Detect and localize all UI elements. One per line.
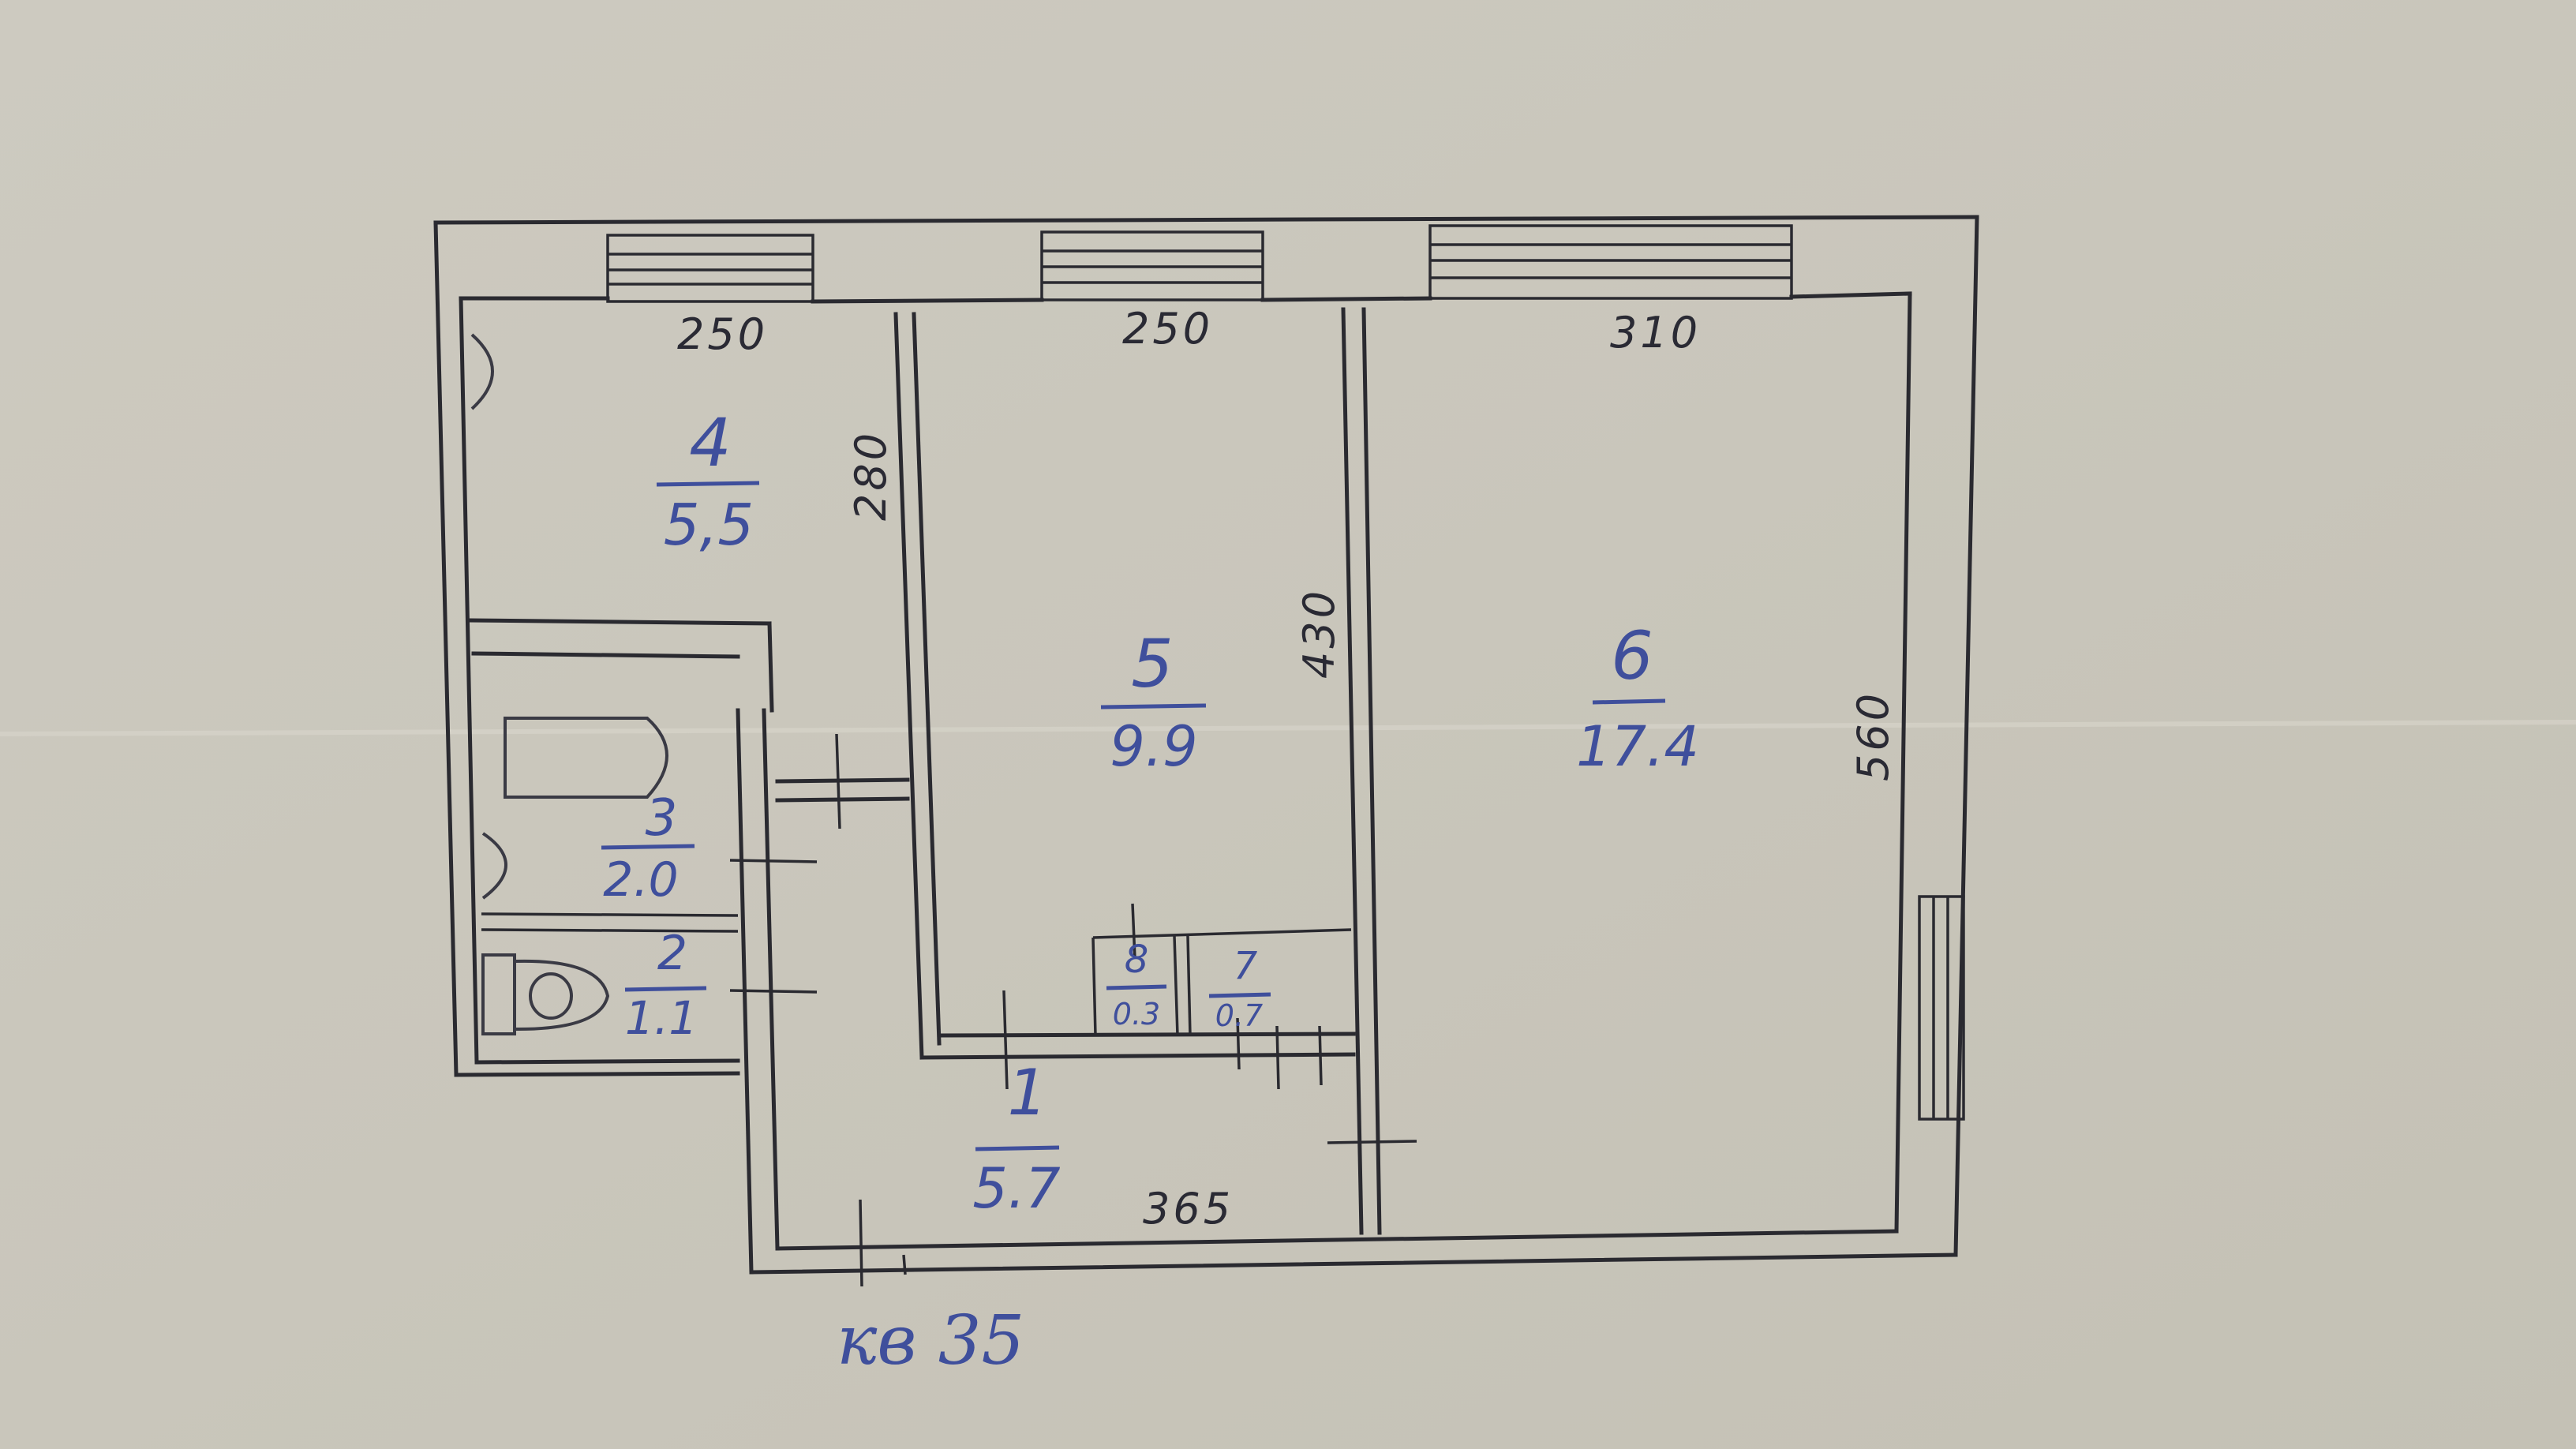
room-number: 1 [1008, 1056, 1048, 1129]
room-label-5: 5 9.9 [1100, 625, 1207, 779]
room-number: 6 [1611, 617, 1653, 695]
window-room-6-top [1428, 224, 1793, 300]
bathtub [504, 717, 668, 799]
room-fraction-line [1106, 984, 1167, 990]
sink-room-4 [470, 333, 494, 410]
dim-top-left: 250 [677, 309, 768, 359]
room-fraction-line [975, 1145, 1060, 1151]
room-label-4: 4 5,5 [656, 404, 760, 558]
dim-middle-wall: 430 [1294, 588, 1344, 679]
room-label-7: 7 0.7 [1208, 944, 1271, 1033]
windows [606, 224, 1965, 1121]
room-area: 0.7 [1215, 998, 1263, 1033]
room-fraction-line [1208, 992, 1271, 998]
toilet [481, 953, 610, 1035]
room-number: 8 [1125, 938, 1149, 982]
room-fraction-line [1100, 703, 1207, 710]
room-label-8: 8 0.3 [1106, 938, 1167, 1032]
fixtures [470, 333, 668, 1035]
room-number: 2 [657, 926, 687, 981]
window-room-4 [606, 234, 814, 303]
room-area: 2.0 [603, 852, 678, 908]
room-fraction-line [656, 481, 760, 487]
room-fraction-line [1592, 698, 1666, 705]
window-room-5 [1040, 230, 1264, 301]
dimensions: 250 250 310 280 430 560 365 [677, 304, 1898, 1234]
paper-fold [0, 720, 2576, 736]
room-fraction-line [601, 844, 695, 850]
room-number: 4 [689, 404, 731, 481]
dim-top-middle: 250 [1122, 304, 1213, 354]
room-label-3: 3 2.0 [601, 789, 695, 908]
room-area: 5,5 [664, 492, 754, 558]
dim-right-wall: 560 [1848, 691, 1898, 781]
window-room-6-right [1918, 895, 1965, 1121]
bath-sink [481, 832, 507, 900]
apartment-label: кв 35 [837, 1301, 1024, 1380]
room-label-2: 2 1.1 [624, 926, 707, 1045]
room-label-6: 6 17.4 [1576, 617, 1699, 779]
room-number: 3 [646, 789, 678, 848]
room-fraction-line [624, 986, 707, 992]
room-number: 5 [1131, 625, 1173, 702]
dim-top-right: 310 [1610, 308, 1701, 358]
room-area: 0.3 [1113, 997, 1160, 1032]
dim-left-wall: 280 [846, 430, 896, 521]
room-area: 17.4 [1576, 714, 1699, 779]
room-label-1: 1 5.7 [972, 1056, 1060, 1221]
room-area: 9.9 [1110, 714, 1197, 779]
dim-bottom: 365 [1143, 1184, 1234, 1234]
room-number: 7 [1234, 944, 1258, 988]
room-area: 5.7 [972, 1156, 1060, 1221]
door-marks [729, 733, 1417, 1287]
room-area: 1.1 [625, 991, 698, 1045]
